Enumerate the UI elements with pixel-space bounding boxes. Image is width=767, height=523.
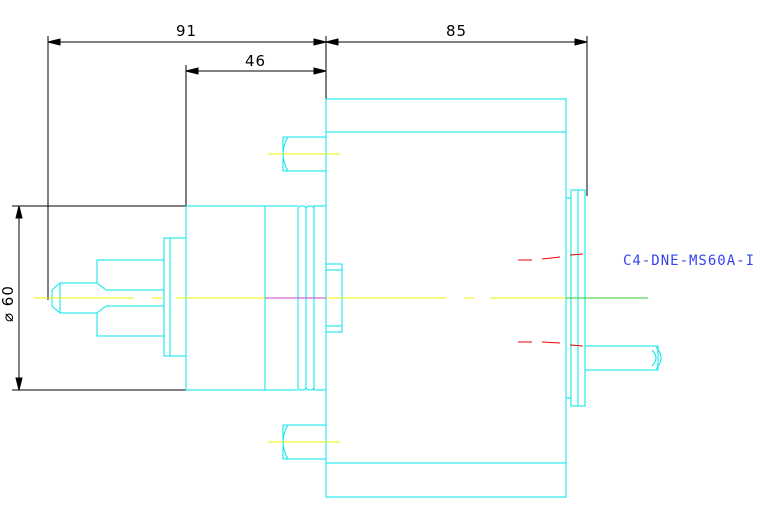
part-label: C4-DNE-MS60A-I [623, 253, 755, 269]
centerlines [34, 153, 648, 443]
dim-85-label: 85 [446, 22, 467, 40]
dimension-lines [12, 36, 588, 391]
dim-diameter-label: ⌀ 60 [0, 285, 17, 322]
hidden-lines [518, 253, 584, 347]
dim-91-label: 91 [176, 22, 197, 40]
dim-46-label: 46 [245, 52, 266, 70]
